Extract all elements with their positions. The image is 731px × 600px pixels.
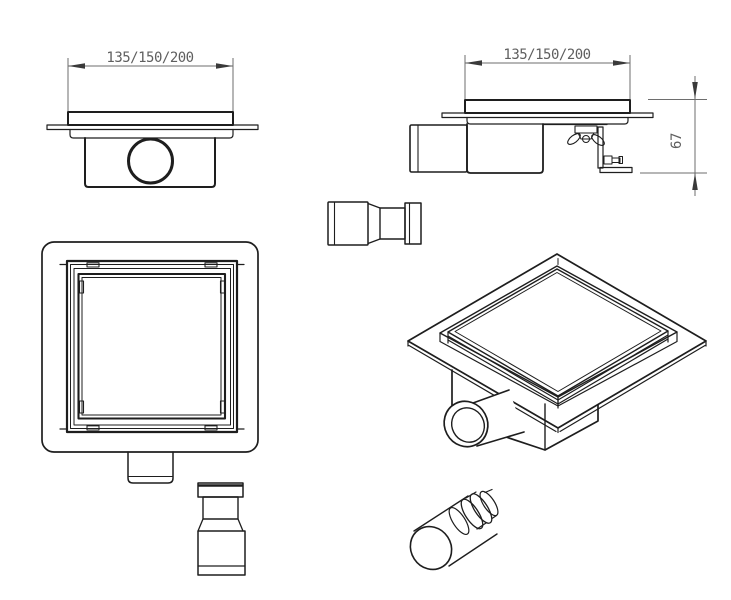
connector-large-barrel (327, 201, 369, 246)
front-flange-lip (69, 128, 234, 139)
side-dimension-lines (464, 55, 631, 99)
connector2-taper-lines (197, 518, 244, 532)
side-view: 135/150/200 67 (409, 47, 707, 196)
bracket-clamp-knob (618, 156, 623, 164)
wingnut-left-wing (567, 133, 581, 145)
front-grate-plate (67, 111, 234, 126)
connector-side-view (327, 201, 422, 246)
iso-pipe-mouth-inner (450, 407, 486, 443)
plan-frame-outer (65, 259, 239, 434)
connector3-body-edges (413, 495, 498, 567)
front-view: 135/150/200 (46, 50, 259, 188)
side-mounting-bracket (597, 126, 633, 174)
connector2-large-barrel (197, 530, 246, 576)
bracket-foot (599, 166, 633, 174)
connector-collar (404, 202, 422, 245)
front-outlet-circle (127, 137, 174, 185)
front-dim-arrow-left (68, 63, 85, 69)
connector3-front-face (409, 525, 453, 571)
iso-tile-stack-lines (447, 330, 669, 409)
side-flange (441, 112, 654, 119)
side-height-arrow-top (692, 82, 698, 99)
side-height-dimension-label: 67 (669, 133, 685, 149)
connector2-neck (202, 496, 239, 520)
wingnut-center (582, 135, 590, 143)
side-flange-lip (466, 116, 629, 125)
plan-corner-clips (78, 262, 226, 431)
plan-frame-outer-inner-line (70, 264, 234, 429)
side-width-dimension-label: 135/150/200 (503, 47, 590, 63)
bracket-vertical-bar (597, 126, 604, 169)
front-flange (46, 124, 259, 131)
connector-front-view (197, 482, 246, 576)
connector3-neck-ring (448, 506, 470, 536)
bracket-clamp-screw (611, 157, 621, 163)
side-trap-body (466, 123, 544, 174)
iso-curb-top-edge (439, 265, 678, 398)
connector-iso-view (409, 488, 499, 571)
wingnut-cap (574, 125, 598, 134)
side-wingnut (567, 125, 605, 146)
iso-pipe-body-edges (472, 389, 525, 447)
plan-outlet-stub (127, 451, 174, 484)
iso-tile-inset-line (454, 272, 662, 392)
front-dimension-lines (67, 58, 234, 111)
plan-grate-inner-line (81, 277, 222, 416)
plan-view (41, 241, 259, 484)
front-trap-body (84, 137, 216, 188)
iso-tile-top-edge (447, 268, 669, 397)
isometric-view (407, 253, 707, 451)
connector-taper-lines (367, 202, 381, 245)
iso-flange-underside-edges (407, 340, 707, 434)
side-height-arrow-bottom (692, 173, 698, 190)
plan-corner-ticks (59, 263, 245, 430)
plan-outer-flange (41, 241, 259, 453)
side-dim-arrow-left (465, 60, 482, 66)
side-grate-plate (464, 99, 631, 114)
front-width-dimension-label: 135/150/200 (106, 50, 193, 66)
connector-small-barrel (379, 207, 406, 240)
connector3-collar-ring-1 (460, 498, 484, 530)
plan-frame-middle (73, 268, 231, 426)
side-dim-arrow-right (613, 60, 630, 66)
connector3-collar-edges (465, 488, 498, 530)
plan-grate-edge (77, 272, 227, 420)
front-dim-arrow-right (216, 63, 233, 69)
bracket-clamp-block (603, 155, 613, 165)
wingnut-right-wing (591, 134, 605, 146)
